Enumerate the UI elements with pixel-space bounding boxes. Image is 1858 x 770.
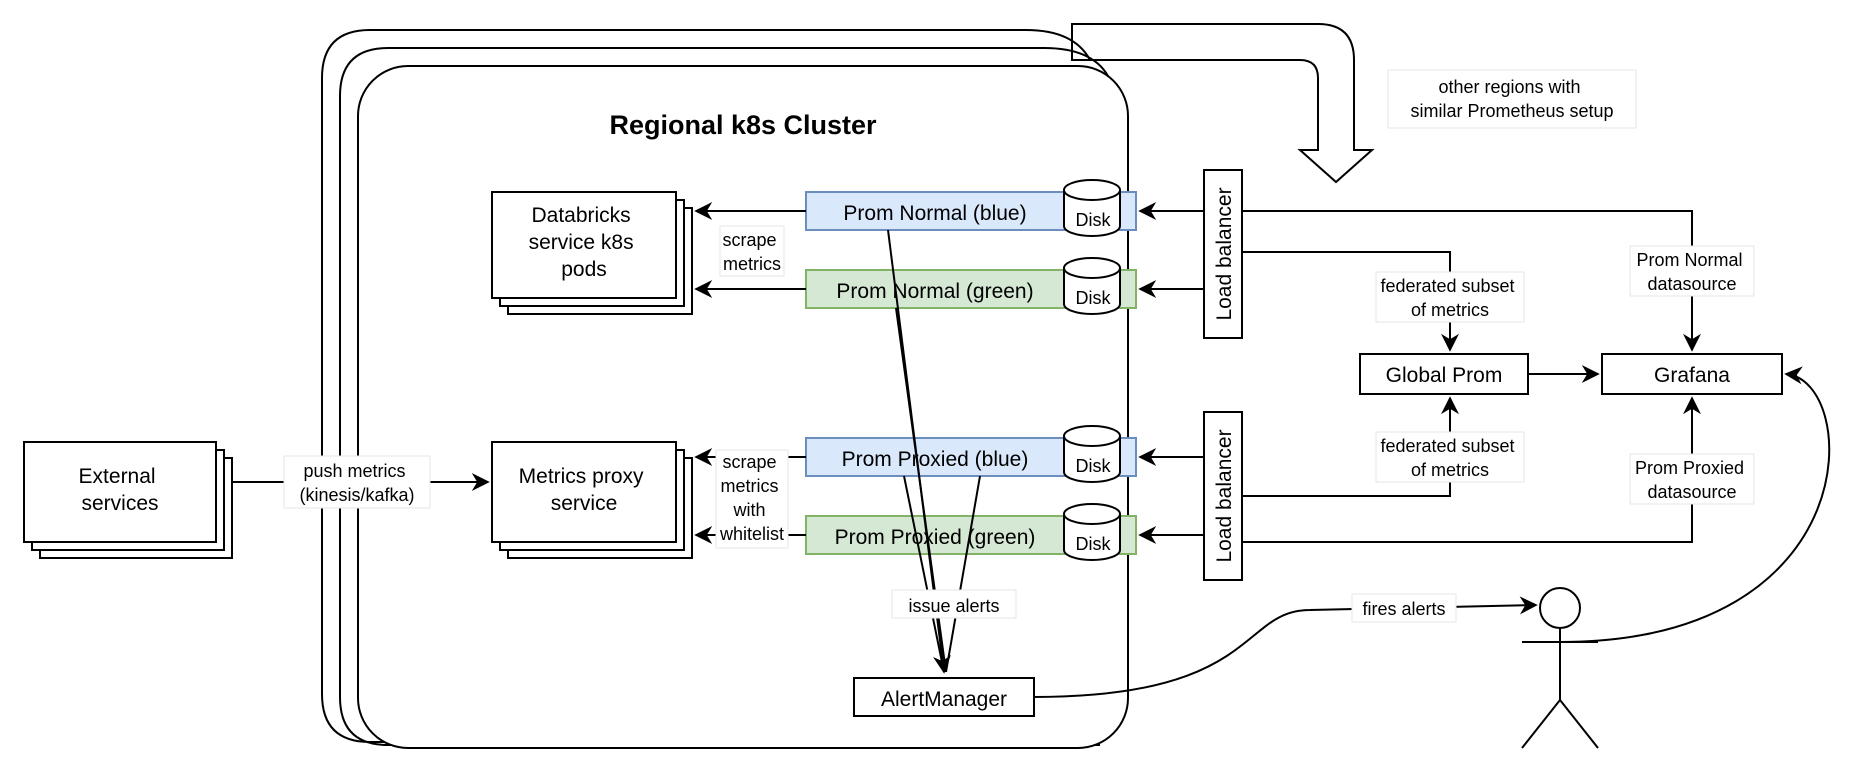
svg-text:Prom Normal (green): Prom Normal (green): [836, 280, 1033, 303]
svg-text:AlertManager: AlertManager: [881, 688, 1007, 711]
alert-manager-node: AlertManager: [853, 677, 1035, 717]
svg-text:Disk: Disk: [1076, 534, 1112, 554]
svg-text:Prom Normal (blue): Prom Normal (blue): [843, 202, 1026, 225]
other-regions-arrow: other regions with similar Prometheus se…: [1071, 23, 1637, 184]
svg-text:Grafana: Grafana: [1654, 364, 1730, 387]
svg-text:push metrics (kinesis/ka: push metrics (kinesis/kafka): [299, 461, 414, 505]
svg-text:Prom Proxied datasource: Prom Proxied datasource: [1635, 458, 1749, 502]
scrape-metrics-label: scrape metrics: [719, 225, 785, 277]
load-balancer-bottom: Load balancer: [1203, 411, 1243, 581]
svg-text:Prom Proxied (green): Prom Proxied (green): [835, 526, 1036, 549]
svg-text:Databricks service k8s: Databricks service k8s pods: [529, 204, 640, 281]
databricks-pods-node: Databricks service k8s pods: [491, 191, 693, 315]
metrics-proxy-node: Metrics proxy service: [491, 441, 693, 559]
disk-normal-green: Disk: [1063, 257, 1121, 315]
regional-cluster: [357, 65, 1129, 749]
other-regions-label: other regions with similar Prometheus se…: [1410, 77, 1613, 121]
svg-text:federated subset of metr: federated subset of metrics: [1380, 436, 1519, 480]
prom-proxied-datasource-label: Prom Proxied datasource: [1629, 453, 1755, 505]
svg-text:Prom Normal datasource: Prom Normal datasource: [1636, 250, 1747, 294]
disk-proxied-green: Disk: [1063, 503, 1121, 561]
svg-text:scrape metrics wit: scrape metrics with whitelist: [719, 452, 784, 544]
prom-normal-datasource-label: Prom Normal datasource: [1629, 245, 1755, 297]
on-call-person-icon: [1521, 587, 1599, 749]
federated-bottom-label: federated subset of metrics: [1375, 431, 1525, 483]
cluster-title: Regional k8s Cluster: [609, 110, 877, 140]
fires-alerts-label: fires alerts: [1351, 593, 1457, 623]
edges: [232, 202, 1831, 698]
svg-text:Metrics proxy service: Metrics proxy service: [519, 465, 650, 515]
issue-alerts-label: issue alerts: [891, 589, 1017, 619]
svg-text:scrape metrics: scrape metrics: [722, 230, 781, 274]
svg-text:Disk: Disk: [1076, 456, 1112, 476]
load-balancer-top: Load balancer: [1203, 169, 1243, 339]
federated-top-label: federated subset of metrics: [1375, 271, 1525, 323]
svg-text:Disk: Disk: [1076, 288, 1112, 308]
svg-text:Prom Proxied (blue): Prom Proxied (blue): [842, 448, 1029, 471]
svg-text:fires alerts: fires alerts: [1362, 599, 1445, 619]
svg-text:Global Prom: Global Prom: [1386, 364, 1503, 387]
svg-text:Load balancer: Load balancer: [1213, 187, 1236, 320]
external-services-node: External services: [23, 441, 233, 559]
svg-text:issue alerts: issue alerts: [908, 596, 999, 616]
global-prom-node: Global Prom: [1359, 353, 1529, 395]
svg-text:Load balancer: Load balancer: [1213, 429, 1236, 562]
disk-proxied-blue: Disk: [1063, 425, 1121, 483]
scrape-whitelist-label: scrape metrics with whitelist: [715, 449, 789, 549]
push-metrics-label: push metrics (kinesis/kafka): [283, 455, 431, 509]
disk-normal-blue: Disk: [1063, 179, 1121, 237]
svg-text:External services: External services: [79, 465, 162, 515]
svg-text:Disk: Disk: [1076, 210, 1112, 230]
grafana-node: Grafana: [1601, 353, 1783, 395]
svg-text:federated subset of metr: federated subset of metrics: [1380, 276, 1519, 320]
